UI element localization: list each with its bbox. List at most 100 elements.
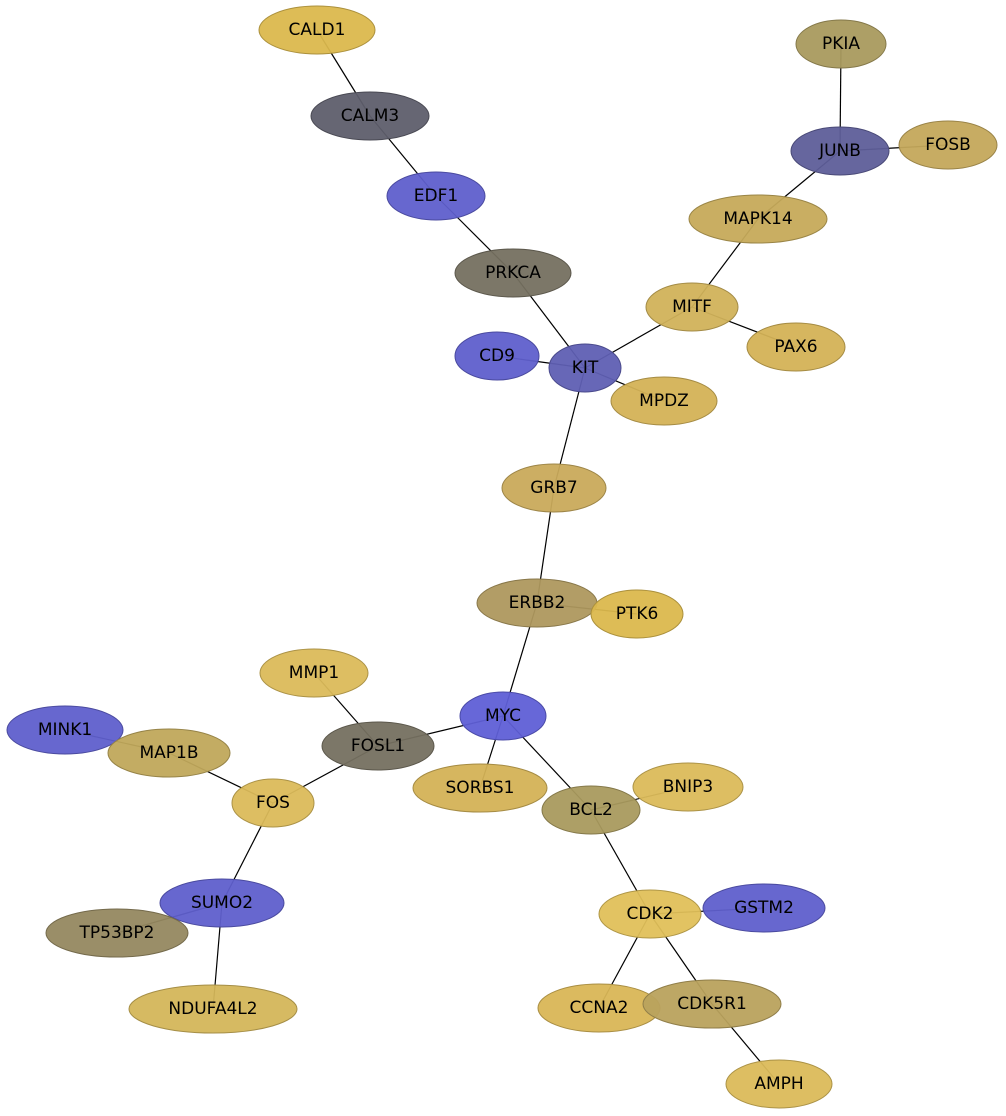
node-kit[interactable]: KIT xyxy=(548,343,622,393)
node-shape xyxy=(702,883,826,933)
node-shape xyxy=(590,589,684,639)
node-shape xyxy=(231,778,315,828)
node-label: MMP1 xyxy=(289,663,339,683)
node-ccna2[interactable]: CCNA2 xyxy=(537,983,661,1033)
node-shape xyxy=(790,126,890,176)
node-shape xyxy=(541,785,641,835)
node-shape xyxy=(898,120,998,170)
edge-layer xyxy=(64,29,949,1085)
node-label: PKIA xyxy=(822,34,860,54)
node-shape xyxy=(632,762,744,812)
node-erbb2[interactable]: ERBB2 xyxy=(476,578,598,628)
node-shape xyxy=(610,376,718,426)
node-fos[interactable]: FOS xyxy=(231,778,315,828)
node-label: GSTM2 xyxy=(734,898,794,918)
node-mpdz[interactable]: MPDZ xyxy=(610,376,718,426)
node-label: JUNB xyxy=(818,141,861,161)
node-shape xyxy=(159,878,285,928)
node-shape xyxy=(321,721,435,771)
node-pkia[interactable]: PKIA xyxy=(795,19,887,69)
node-shape xyxy=(548,343,622,393)
node-grb7[interactable]: GRB7 xyxy=(501,463,607,513)
node-ptk6[interactable]: PTK6 xyxy=(590,589,684,639)
node-shape xyxy=(310,91,430,141)
node-edf1[interactable]: EDF1 xyxy=(386,171,486,221)
node-bnip3[interactable]: BNIP3 xyxy=(632,762,744,812)
node-cald1[interactable]: CALD1 xyxy=(258,5,376,55)
node-map1b[interactable]: MAP1B xyxy=(107,728,231,778)
node-label: EDF1 xyxy=(414,186,458,206)
node-label: CD9 xyxy=(479,346,515,366)
node-prkca[interactable]: PRKCA xyxy=(454,248,572,298)
node-amph[interactable]: AMPH xyxy=(725,1059,833,1109)
node-shape xyxy=(412,763,548,813)
node-label: BCL2 xyxy=(569,800,613,820)
node-shape xyxy=(128,984,298,1034)
node-label: MAPK14 xyxy=(723,209,792,229)
node-cd9[interactable]: CD9 xyxy=(454,331,540,381)
node-shape xyxy=(386,171,486,221)
node-cdk2[interactable]: CDK2 xyxy=(598,889,702,939)
node-shape xyxy=(459,691,547,741)
node-gstm2[interactable]: GSTM2 xyxy=(702,883,826,933)
node-cdk5r1[interactable]: CDK5R1 xyxy=(642,979,782,1029)
node-label: GRB7 xyxy=(530,478,577,498)
node-label: CALD1 xyxy=(289,20,346,40)
node-label: FOSB xyxy=(925,135,971,155)
node-label: MINK1 xyxy=(38,720,92,740)
node-sumo2[interactable]: SUMO2 xyxy=(159,878,285,928)
node-ndufa4l2[interactable]: NDUFA4L2 xyxy=(128,984,298,1034)
node-sorbs1[interactable]: SORBS1 xyxy=(412,763,548,813)
node-shape xyxy=(454,331,540,381)
node-label: BNIP3 xyxy=(663,777,713,797)
node-junb[interactable]: JUNB xyxy=(790,126,890,176)
node-myc[interactable]: MYC xyxy=(459,691,547,741)
node-shape xyxy=(258,5,376,55)
node-label: CALM3 xyxy=(341,106,399,126)
node-shape xyxy=(746,322,846,372)
node-label: CDK5R1 xyxy=(677,994,747,1014)
node-shape xyxy=(6,705,124,755)
node-pax6[interactable]: PAX6 xyxy=(746,322,846,372)
node-mapk14[interactable]: MAPK14 xyxy=(688,194,828,244)
node-label: SUMO2 xyxy=(191,893,253,913)
node-label: PAX6 xyxy=(774,337,817,357)
node-shape xyxy=(645,282,739,332)
node-shape xyxy=(501,463,607,513)
node-label: ERBB2 xyxy=(509,593,566,613)
node-label: MITF xyxy=(672,297,712,317)
node-label: CCNA2 xyxy=(570,998,629,1018)
node-label: CDK2 xyxy=(627,904,674,924)
node-label: TP53BP2 xyxy=(79,923,155,943)
node-mink1[interactable]: MINK1 xyxy=(6,705,124,755)
node-label: FOS xyxy=(256,793,290,813)
node-label: SORBS1 xyxy=(446,778,515,798)
node-shape xyxy=(642,979,782,1029)
node-shape xyxy=(454,248,572,298)
node-fosb[interactable]: FOSB xyxy=(898,120,998,170)
node-label: MPDZ xyxy=(639,391,689,411)
node-shape xyxy=(107,728,231,778)
node-shape xyxy=(259,648,369,698)
node-shape xyxy=(795,19,887,69)
node-label: MYC xyxy=(485,706,521,726)
node-bcl2[interactable]: BCL2 xyxy=(541,785,641,835)
node-mmp1[interactable]: MMP1 xyxy=(259,648,369,698)
node-calm3[interactable]: CALM3 xyxy=(310,91,430,141)
node-shape xyxy=(598,889,702,939)
node-fosl1[interactable]: FOSL1 xyxy=(321,721,435,771)
node-shape xyxy=(725,1059,833,1109)
node-label: AMPH xyxy=(754,1074,803,1094)
node-label: KIT xyxy=(572,358,599,378)
node-label: MAP1B xyxy=(139,743,198,763)
node-shape xyxy=(688,194,828,244)
node-label: PTK6 xyxy=(616,604,659,624)
node-tp53bp2[interactable]: TP53BP2 xyxy=(45,908,189,958)
node-label: FOSL1 xyxy=(351,736,405,756)
node-shape xyxy=(45,908,189,958)
node-mitf[interactable]: MITF xyxy=(645,282,739,332)
node-label: NDUFA4L2 xyxy=(168,999,257,1019)
node-label: PRKCA xyxy=(485,263,541,283)
